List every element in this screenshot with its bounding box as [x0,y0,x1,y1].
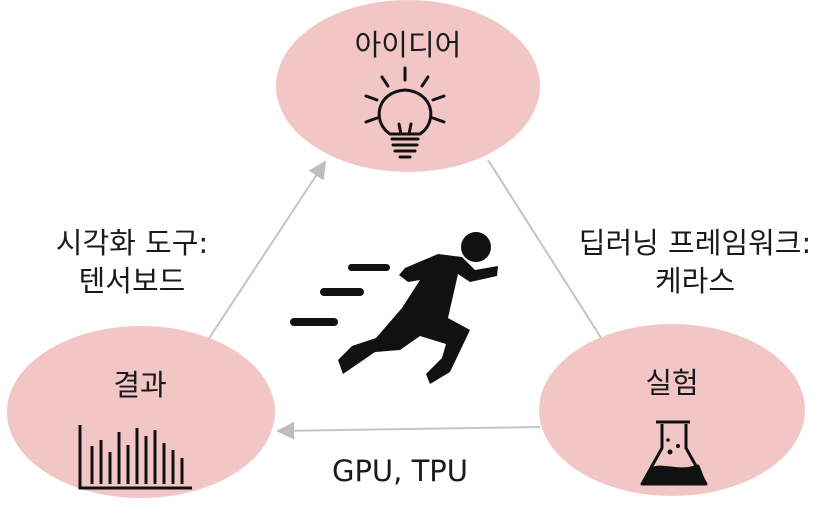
edge-framework-line2: 케라스 [654,264,736,298]
arrow-idea-to-experiment [487,159,613,357]
edge-hardware-label: GPU, TPU [331,454,469,488]
edge-visualization-line1: 시각화 도구: [55,226,209,260]
node-result-label: 결과 [113,368,167,402]
node-result [7,326,275,498]
arrow-experiment-to-result [276,421,541,440]
arrow-result-to-idea [199,160,326,353]
node-idea-label: 아이디어 [354,28,462,62]
node-idea [276,0,540,172]
lightbulb-icon [364,66,446,159]
edge-visualization-line2: 텐서보드 [78,264,186,298]
running-person-icon [290,232,498,384]
bar-chart-icon [78,425,192,490]
node-experiment-label: 실험 [645,366,699,400]
edge-framework-line1: 딥러닝 프레임워크: [578,226,812,260]
node-experiment [539,324,805,496]
flask-icon [640,420,708,486]
